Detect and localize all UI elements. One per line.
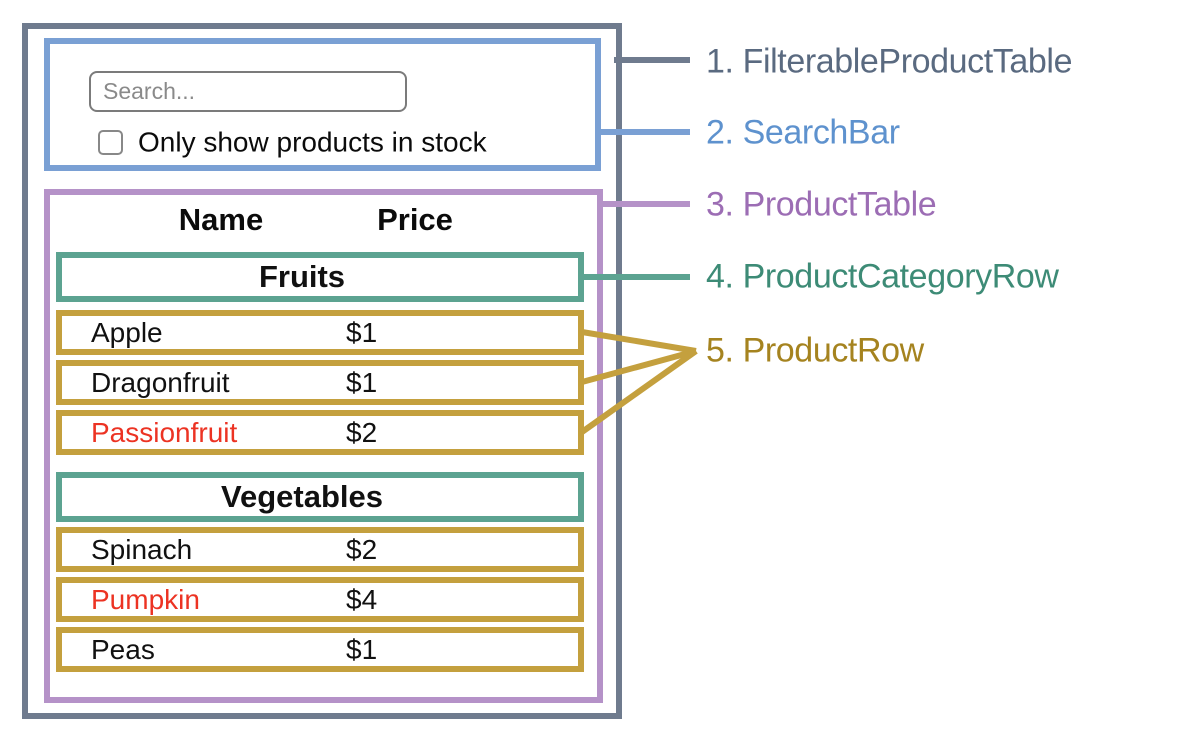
in-stock-checkbox-label: Only show products in stock [138,126,487,158]
product-name-out-of-stock: Passionfruit [91,416,238,448]
category-label: Vegetables [221,479,383,514]
product-category-row-fruits: Fruits [56,252,584,302]
product-name-out-of-stock: Pumpkin [91,583,200,615]
product-row-peas: Peas $1 [56,627,584,672]
legend-product-row: 5. ProductRow [706,331,924,370]
product-price: $2 [346,533,378,565]
in-stock-checkbox[interactable] [98,130,123,155]
column-header-name: Name [178,202,264,237]
search-input[interactable] [89,71,407,112]
legend-filterable-product-table: 1. FilterableProductTable [706,42,1073,81]
product-row-pumpkin: Pumpkin $4 [56,577,584,622]
product-price: $1 [346,316,378,348]
category-label: Fruits [258,259,346,294]
product-row-apple: Apple $1 [56,310,584,355]
legend-product-table: 3. ProductTable [706,185,937,224]
product-price: $1 [346,633,378,665]
product-price: $2 [346,416,378,448]
product-name: Dragonfruit [91,366,230,398]
legend-search-bar: 2. SearchBar [706,113,900,152]
product-row-passionfruit: Passionfruit $2 [56,410,584,455]
product-category-row-vegetables: Vegetables [56,472,584,522]
column-header-price: Price [377,202,453,237]
product-name: Peas [91,633,155,665]
product-name: Spinach [91,533,193,565]
legend-product-category-row: 4. ProductCategoryRow [706,257,1059,296]
product-row-dragonfruit: Dragonfruit $1 [56,360,584,405]
product-name: Apple [91,316,163,348]
product-price: $1 [346,366,378,398]
product-row-spinach: Spinach $2 [56,527,584,572]
product-price: $4 [346,583,378,615]
